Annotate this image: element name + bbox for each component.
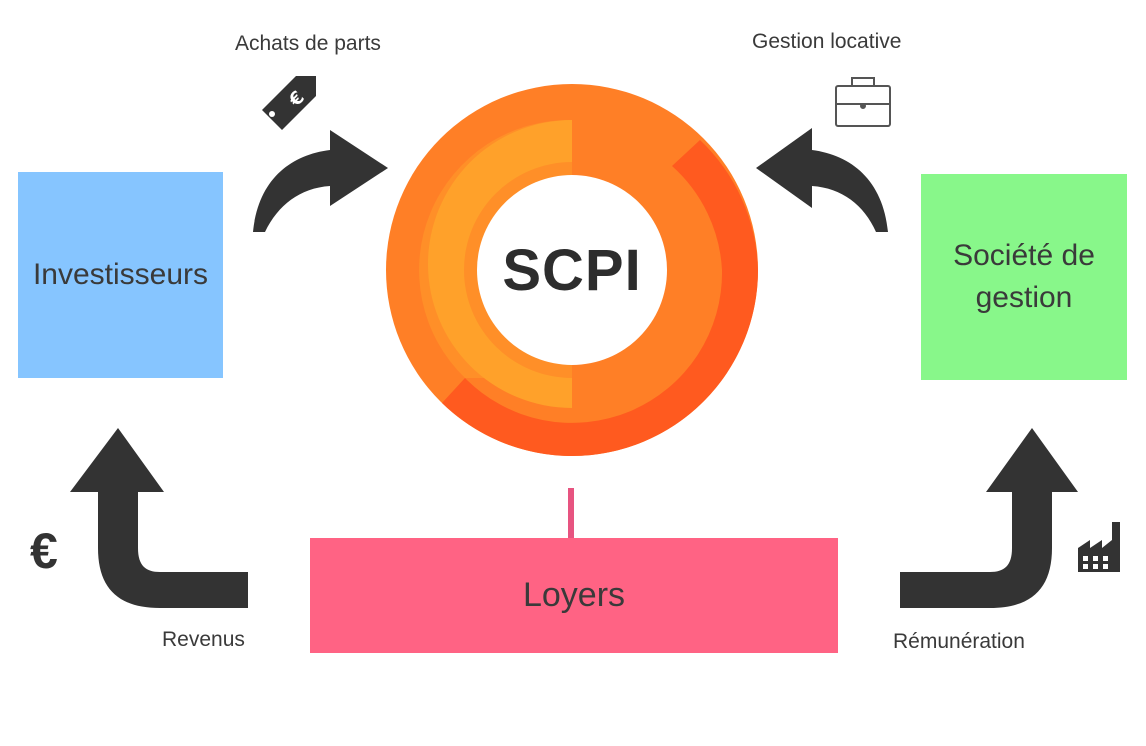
scpi-label: SCPI [502,237,642,303]
arrow-revenus [70,428,248,608]
ring-center [477,175,667,365]
euro-icon: € [30,523,58,579]
ring-dark-segment [442,270,758,456]
arrow-remuneration [900,428,1078,608]
briefcase-icon [835,77,891,127]
scpi-ring [386,84,758,456]
loyers-connector [568,488,574,540]
investisseurs-box: Investisseurs [18,172,223,378]
societe-de-gestion-box: Société de gestion [921,174,1127,380]
investisseurs-box-bg [18,172,223,378]
ring-dark-upper [672,140,758,270]
remuneration-label: Rémunération [893,630,1025,653]
investisseurs-label: Investisseurs [32,258,209,291]
revenus-label: Revenus [162,628,245,651]
ring-inner-light [428,120,572,408]
gestion-label: Gestion locative [752,30,902,53]
achats-label: Achats de parts [235,32,381,55]
factory-icon [1078,522,1120,572]
loyers-box: Loyers [310,538,838,653]
euro-price-tag-icon: € [262,76,316,130]
arrow-gestion [756,128,888,232]
societe-label: Société de gestion [953,239,1095,314]
loyers-label: Loyers [522,576,626,614]
loyers-box-bg [310,538,838,653]
societe-box-bg [921,174,1127,380]
arrow-achats [253,130,388,232]
